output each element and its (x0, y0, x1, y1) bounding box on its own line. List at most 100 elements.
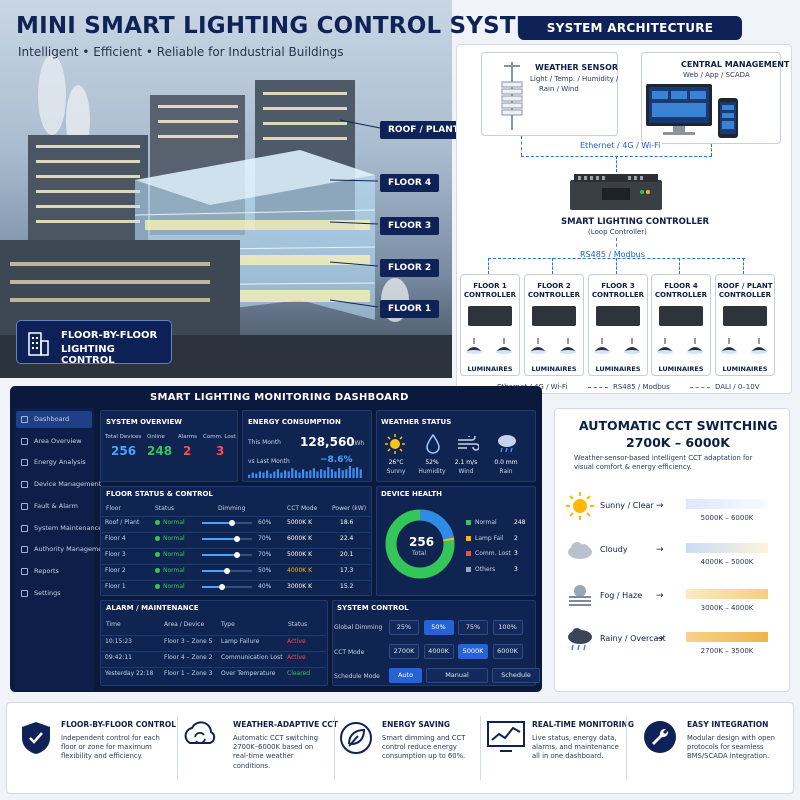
cct-range-label: 3000K – 4000K (700, 604, 754, 612)
wind-icon (458, 436, 479, 451)
dimming-track (202, 586, 252, 588)
nav-icon (21, 524, 28, 532)
alarm-col-area: Area / Device (164, 621, 205, 628)
weather-value: 0.0 mm (494, 459, 518, 466)
dimming-option-button[interactable]: 25% (389, 620, 419, 635)
dimming-slider-handle[interactable] (229, 520, 235, 526)
cct-option-button[interactable]: 6000K (492, 644, 523, 659)
link-ethernet-label: Ethernet / 4G / Wi-Fi (578, 141, 663, 150)
floor-controller-name: ROOF / PLANT (717, 282, 773, 290)
energy-bar (251, 472, 254, 478)
floor-row-divider (102, 564, 370, 565)
cct-option-button[interactable]: 5000K (458, 644, 488, 659)
floor-row-divider (102, 516, 370, 517)
fog-icon (569, 585, 591, 606)
dimming-slider-handle[interactable] (234, 552, 240, 558)
system-overview-title: SYSTEM OVERVIEW (106, 418, 182, 426)
cct-range-label: 2700K – 3500K (700, 647, 754, 655)
energy-bar (273, 471, 276, 478)
floor-by-floor-badge: FLOOR-BY-FLOOR LIGHTING CONTROL (16, 320, 172, 366)
energy-bar (291, 468, 294, 478)
overview-value-total: 256 (111, 444, 137, 458)
sidebar-item-energy-analysis[interactable]: Energy Analysis (16, 454, 92, 471)
legend-label: Others (475, 565, 496, 573)
floor-cct: 6000K K (287, 535, 313, 542)
sidebar-item-settings[interactable]: Settings (16, 585, 92, 602)
floor-name: Floor 1 (105, 583, 126, 590)
sidebar-item-authority-management[interactable]: Authority Management (16, 541, 109, 558)
phone-icon (718, 98, 738, 138)
dimming-option-button[interactable]: 100% (492, 620, 523, 635)
dimming-option-button[interactable]: 75% (458, 620, 488, 635)
floor-power: 15.2 (340, 583, 354, 590)
feature-title: REAL-TIME MONITORING (532, 720, 634, 729)
sidebar-item-dashboard[interactable]: Dashboard (16, 411, 92, 428)
sidebar-item-device-management[interactable]: Device Management (16, 476, 101, 493)
energy-sparkline (248, 466, 362, 478)
architecture-title: SYSTEM ARCHITECTURE (518, 16, 742, 40)
alarm-area: Floor 4 – Zone 2 (164, 654, 213, 661)
arrow-right-icon: → (656, 591, 664, 601)
device-health-donut (385, 509, 455, 579)
energy-bar (269, 473, 272, 478)
dimming-slider-handle[interactable] (219, 584, 225, 590)
floor-name: Floor 2 (105, 567, 126, 574)
floor-link (743, 258, 744, 274)
floor-status: Normal (163, 551, 185, 558)
energy-title: ENERGY CONSUMPTION (248, 418, 341, 426)
global-dimming-label: Global Dimming (334, 624, 383, 631)
floor-row-divider (102, 548, 370, 549)
sidebar-item-system-maintenance[interactable]: System Maintenance (16, 520, 102, 537)
sidebar-item-label: Settings (34, 588, 61, 597)
device-health-panel (376, 486, 536, 596)
alarm-status: Active (287, 638, 306, 645)
sidebar-item-reports[interactable]: Reports (16, 563, 92, 580)
nav-icon (21, 416, 28, 423)
sidebar-item-label: Dashboard (34, 415, 70, 423)
sidebar-item-area-overview[interactable]: Area Overview (16, 433, 92, 450)
dimming-fill (202, 554, 237, 556)
cct-mode-label: CCT Mode (334, 649, 365, 656)
energy-bar (327, 467, 330, 478)
weather-label: Humidity (418, 468, 446, 475)
weather-value: 2.1 m/s (454, 459, 478, 466)
energy-vs-label: vs Last Month (248, 458, 290, 465)
schedule-option-button[interactable]: Manual (426, 668, 488, 683)
floor-controller-label: CONTROLLER (591, 291, 645, 299)
schedule-option-button[interactable]: Schedule (492, 668, 540, 683)
central-management-name: CENTRAL MANAGEMENT (681, 60, 790, 69)
weather-status-title: WEATHER STATUS (381, 418, 452, 426)
legend-swatch (466, 566, 471, 572)
status-dot (155, 568, 160, 573)
dimming-fill (202, 538, 237, 540)
sidebar-item-label: System Maintenance (34, 523, 103, 532)
cct-option-button[interactable]: 4000K (423, 644, 454, 659)
cct-option-button[interactable]: 2700K (389, 644, 419, 659)
floor-power: 20.1 (340, 551, 354, 558)
sun-icon (385, 434, 405, 454)
feature-title: FLOOR-BY-FLOOR CONTROL (61, 720, 176, 729)
dimming-option-button[interactable]: 50% (423, 620, 454, 635)
weather-sensor-name: WEATHER SENSOR (535, 63, 619, 72)
tag-floor-3: FLOOR 3 (380, 217, 440, 235)
weather-label: Rain (499, 468, 513, 475)
sidebar-item-label: Authority Management (34, 545, 109, 554)
floor-power: 18.6 (340, 519, 354, 526)
legend-dali-swatch (690, 387, 710, 388)
legend-swatch (466, 520, 471, 525)
schedule-option-button[interactable]: Auto (389, 668, 422, 683)
floor-controller-device (532, 306, 576, 326)
feature-description: Smart dimming and CCT control reduce ene… (382, 734, 466, 761)
floor-power: 17.3 (340, 567, 354, 574)
cct-range-label: 5000K – 6000K (700, 514, 754, 522)
sunny-icon (566, 492, 594, 520)
badge-line1: FLOOR-BY-FLOOR (61, 330, 158, 341)
floor-status: Normal (163, 535, 185, 542)
dimming-fill (202, 586, 222, 588)
sidebar-item-label: Area Overview (34, 436, 82, 445)
legend-swatch (466, 535, 471, 541)
sidebar-item-fault-alarm[interactable]: Fault & Alarm (16, 498, 92, 515)
energy-bar (309, 470, 312, 478)
dimming-slider-handle[interactable] (224, 568, 230, 574)
dimming-slider-handle[interactable] (234, 536, 240, 542)
